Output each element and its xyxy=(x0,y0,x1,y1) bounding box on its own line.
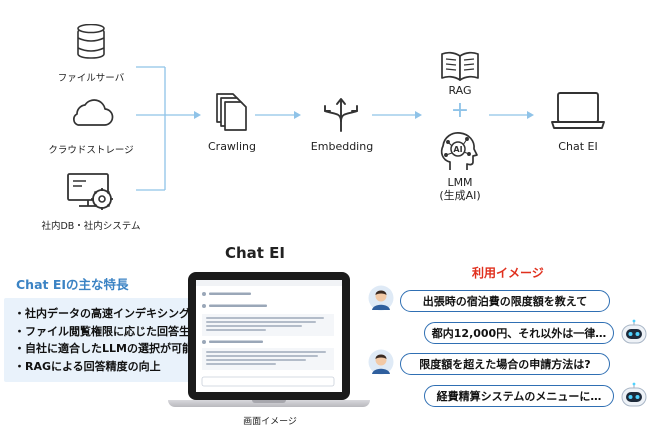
source-label-file-server: ファイルサーバ xyxy=(57,73,125,84)
documents-icon xyxy=(216,93,247,131)
embedding-label: Embedding xyxy=(310,140,374,153)
laptop-icon xyxy=(551,92,605,129)
features-box: ・社内データの高速インデキシング ・ファイル閲覧権限に応じた回答生成 ・自社に適… xyxy=(4,298,208,382)
user-avatar-icon xyxy=(368,349,394,375)
lmm-label-line2: (生成AI) xyxy=(439,189,481,202)
user-message-bubble: 限度額を超えた場合の申請方法は? xyxy=(400,353,610,375)
feature-item: ・ファイル閲覧権限に応じた回答生成 xyxy=(14,324,201,338)
connector-lines xyxy=(136,66,534,191)
laptop-base xyxy=(168,400,370,407)
chat-screen-preview xyxy=(196,280,342,392)
robot-avatar-icon xyxy=(621,319,647,344)
laptop-notch xyxy=(252,400,286,403)
usage-title: 利用イメージ xyxy=(472,266,544,280)
book-icon xyxy=(441,51,479,81)
bot-message-bubble: 経費精算システムのメニューに… xyxy=(424,385,614,407)
chat-preview-lines xyxy=(196,280,342,387)
robot-avatar-icon xyxy=(621,382,647,407)
chat-ei-pipeline-label: Chat EI xyxy=(558,140,598,153)
lmm-label: LMM (生成AI) xyxy=(420,176,500,202)
lmm-label-line1: LMM xyxy=(447,176,473,189)
plus-sign: + xyxy=(450,98,470,123)
feature-item: ・自社に適合したLLMの選択が可能 xyxy=(14,342,193,355)
rag-label: RAG xyxy=(448,84,472,97)
laptop-screen xyxy=(188,272,350,400)
feature-item: ・社内データの高速インデキシング xyxy=(14,307,190,320)
bot-message-bubble: 都内12,000円、それ以外は一律… xyxy=(424,322,614,344)
split-arrows-icon xyxy=(324,98,358,132)
screen-caption: 画面イメージ xyxy=(243,417,297,427)
database-icon xyxy=(77,24,105,59)
user-message-bubble: 出張時の宿泊費の限度額を教えて xyxy=(400,290,610,312)
crawling-label: Crawling xyxy=(207,140,256,153)
user-avatar-icon xyxy=(368,285,394,311)
ai-head-icon: AI xyxy=(440,132,478,170)
source-label-internal-db: 社内DB・社内システム xyxy=(41,221,141,232)
source-label-cloud-storage: クラウドストレージ xyxy=(48,145,134,156)
section-title: Chat EI xyxy=(224,244,286,262)
feature-item: ・RAGによる回答精度の向上 xyxy=(14,359,161,373)
cloud-icon xyxy=(73,99,114,126)
monitor-gear-icon xyxy=(67,173,113,210)
features-title: Chat EIの主な特長 xyxy=(16,277,129,292)
ai-head-text: AI xyxy=(453,145,462,154)
